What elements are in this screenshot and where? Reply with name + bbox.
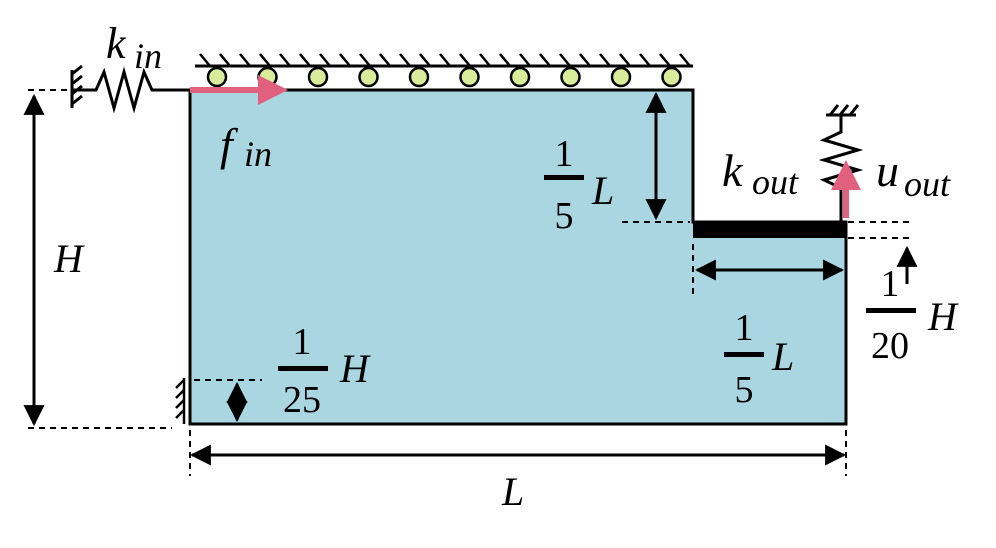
roller	[661, 66, 682, 88]
svg-text:1: 1	[881, 263, 900, 305]
label-u-out: u out	[876, 145, 951, 204]
svg-text:25: 25	[283, 379, 321, 421]
svg-text:20: 20	[871, 325, 909, 367]
svg-text:in: in	[134, 36, 162, 76]
fraction-step-width: 1 5 L	[724, 307, 794, 411]
roller	[560, 66, 581, 88]
fraction-input-support: 1 25 H	[278, 321, 371, 421]
svg-text:in: in	[244, 134, 272, 174]
hatch-mark	[379, 53, 391, 67]
roller-supports	[206, 66, 682, 88]
hatch-mark	[659, 53, 671, 67]
hatch-mark	[419, 53, 431, 67]
svg-text:out: out	[904, 164, 951, 204]
svg-text:out: out	[752, 162, 799, 202]
hatch-mark	[639, 53, 651, 67]
hatch-mark	[219, 53, 231, 67]
hatch-mark	[679, 53, 691, 67]
svg-text:1: 1	[735, 307, 754, 349]
hatch-mark	[199, 53, 211, 67]
svg-text:L: L	[771, 334, 794, 379]
label-H: H	[53, 236, 85, 281]
label-L: L	[501, 469, 524, 514]
top-fixed-wall	[195, 53, 693, 68]
svg-text:H: H	[339, 346, 371, 391]
svg-text:u: u	[876, 145, 899, 196]
input-spring	[70, 64, 190, 114]
label-k-out: k out	[722, 145, 799, 202]
hatch-mark	[299, 53, 311, 67]
hatch-mark	[239, 53, 251, 67]
hatch-mark	[279, 53, 291, 67]
hatch-mark	[559, 53, 571, 67]
bottom-left-fixed-support	[175, 378, 186, 424]
svg-text:L: L	[591, 168, 614, 213]
svg-text:1: 1	[555, 133, 574, 175]
roller	[610, 66, 632, 88]
svg-text:1: 1	[293, 321, 312, 363]
hatch-mark	[459, 53, 471, 67]
label-k-in: k in	[106, 19, 162, 76]
hatch-mark	[539, 53, 551, 67]
hatch-mark	[319, 53, 331, 67]
hatch-mark	[439, 53, 451, 67]
roller	[206, 66, 228, 88]
svg-text:5: 5	[735, 369, 754, 411]
roller	[307, 66, 329, 88]
roller	[408, 66, 430, 88]
svg-text:H: H	[927, 294, 959, 339]
roller	[459, 66, 480, 88]
hatch-mark	[359, 53, 371, 67]
svg-text:5: 5	[555, 195, 574, 237]
hatch-mark	[619, 53, 631, 67]
output-bar	[693, 222, 846, 238]
output-spring	[818, 104, 864, 222]
hatch-mark	[259, 53, 271, 67]
hatch-mark	[499, 53, 511, 67]
hatch-mark	[579, 53, 591, 67]
hatch-mark	[479, 53, 491, 67]
hatch-mark	[399, 53, 411, 67]
roller	[509, 66, 531, 88]
hatch-mark	[339, 53, 351, 67]
svg-text:k: k	[722, 145, 744, 196]
svg-text:k: k	[106, 19, 127, 68]
roller	[257, 66, 278, 88]
fraction-step-height: 1 5 L	[544, 133, 614, 237]
fraction-output-gap: 1 20 H	[866, 263, 959, 367]
roller	[358, 66, 379, 88]
hatch-mark	[519, 53, 531, 67]
hatch-mark	[599, 53, 611, 67]
dimension-arrows	[23, 91, 918, 466]
